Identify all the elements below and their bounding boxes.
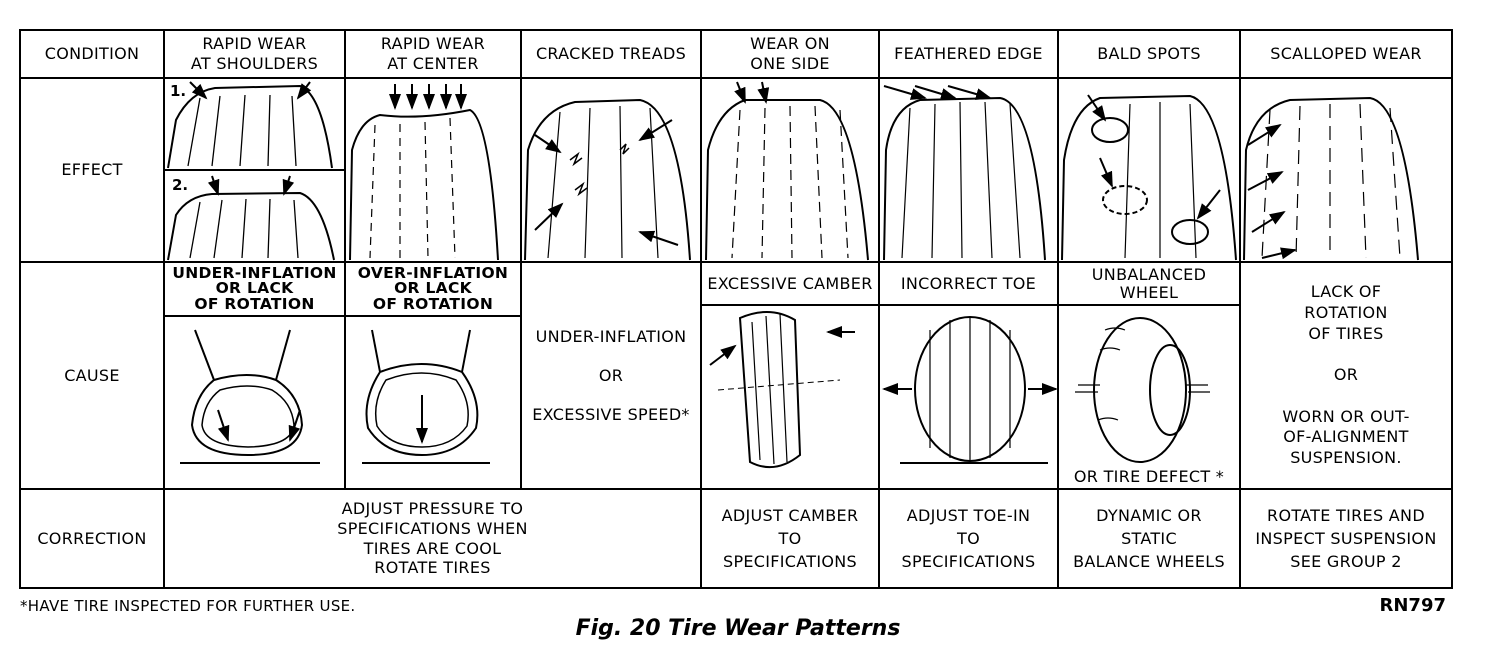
- row-label-effect: EFFECT: [61, 160, 123, 180]
- condition-cracked-treads: CRACKED TREADS: [535, 44, 687, 64]
- effect-marker-1: 1.: [170, 82, 186, 100]
- figure-caption: Fig. 20 Tire Wear Patterns: [575, 616, 901, 641]
- cause-tire-defect: OR TIRE DEFECT *: [1073, 467, 1225, 487]
- condition-feathered-edge: FEATHERED EDGE: [894, 44, 1043, 64]
- cause-under-inflation: UNDER-INFLATION OR LACK OF ROTATION: [172, 264, 337, 313]
- cause-unbalanced-wheel: UNBALANCED WHEEL: [1091, 264, 1207, 302]
- condition-scalloped-wear: SCALLOPED WEAR: [1270, 44, 1422, 64]
- figure-code: RN797: [1379, 595, 1447, 616]
- unbalanced-wheel-illustration: [1075, 317, 1210, 463]
- tire-shoulder-wear-illustration-2: [167, 175, 335, 261]
- incorrect-toe-illustration: [882, 316, 1058, 464]
- condition-shoulders: RAPID WEAR AT SHOULDERS: [190, 34, 319, 73]
- tire-shoulder-wear-illustration: [167, 81, 333, 169]
- correction-rotate-tires: ROTATE TIRES AND INSPECT SUSPENSION SEE …: [1255, 505, 1437, 572]
- over-inflation-cross-section: [362, 329, 490, 464]
- tire-feathered-edge-illustration: [883, 85, 1046, 261]
- under-inflation-cross-section: [180, 329, 320, 464]
- cause-excessive-camber: EXCESSIVE CAMBER: [707, 273, 873, 293]
- effect-marker-2: 2.: [172, 176, 188, 194]
- correction-adjust-toe: ADJUST TOE-IN TO SPECIFICATIONS: [901, 505, 1036, 572]
- cause-scalloped-wear: LACK OF ROTATION OF TIRES OR WORN OR OUT…: [1282, 281, 1410, 468]
- cause-cracked-treads: UNDER-INFLATION OR EXCESSIVE SPEED*: [532, 326, 690, 424]
- tire-scalloped-wear-illustration: [1243, 96, 1419, 261]
- table-grid: [19, 29, 1453, 589]
- footnote: *HAVE TIRE INSPECTED FOR FURTHER USE.: [20, 597, 356, 615]
- condition-one-side: WEAR ON ONE SIDE: [750, 34, 830, 73]
- excessive-camber-illustration: [709, 311, 855, 469]
- correction-adjust-pressure: ADJUST PRESSURE TO SPECIFICATIONS WHEN T…: [337, 499, 528, 578]
- row-label-condition: CONDITION: [44, 44, 140, 64]
- condition-bald-spots: BALD SPOTS: [1097, 44, 1201, 64]
- condition-center: RAPID WEAR AT CENTER: [380, 34, 486, 73]
- tire-one-side-wear-illustration: [705, 81, 869, 261]
- row-label-correction: CORRECTION: [37, 528, 147, 548]
- correction-balance-wheels: DYNAMIC OR STATIC BALANCE WHEELS: [1073, 505, 1225, 572]
- cause-over-inflation: OVER-INFLATION OR LACK OF ROTATION: [357, 264, 509, 313]
- cause-incorrect-toe: INCORRECT TOE: [900, 273, 1037, 293]
- correction-adjust-camber: ADJUST CAMBER TO SPECIFICATIONS: [721, 505, 859, 572]
- tire-cracked-treads-illustration: [524, 98, 691, 261]
- tire-bald-spots-illustration: [1061, 94, 1237, 261]
- row-label-cause: CAUSE: [64, 365, 120, 385]
- tire-center-wear-illustration: [349, 84, 499, 261]
